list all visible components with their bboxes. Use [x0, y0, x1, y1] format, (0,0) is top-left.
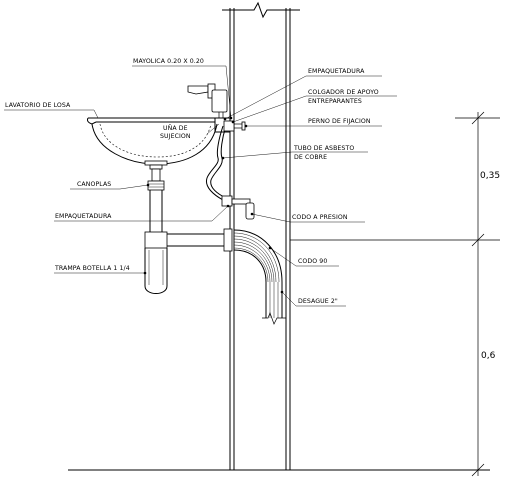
label-mayolica: MAYOLICA 0.20 X 0.20 — [133, 58, 204, 65]
label-empaquetadura-top: EMPAQUETADURA — [308, 68, 365, 75]
dimension-line — [290, 111, 500, 477]
label-codo-90: CODO 90 — [298, 258, 327, 265]
leader-dots — [143, 116, 284, 294]
drain-trap — [144, 160, 233, 294]
label-canoplas: CANOPLAS — [77, 181, 111, 188]
label-sujecion: SUJECION — [160, 133, 191, 140]
washbasin — [87, 117, 230, 165]
dimension-upper: 0,35 — [480, 171, 500, 181]
label-lavatorio: LAVATORIO DE LOSA — [5, 102, 71, 109]
label-tubo: TUBO DE ASBESTO — [293, 145, 354, 152]
label-una: UÑA DE — [163, 123, 188, 132]
wall — [222, 1, 300, 470]
drain-elbow — [233, 229, 286, 325]
label-trampa: TRAMPA BOTELLA 1 1/4 — [54, 265, 130, 272]
faucet — [187, 83, 228, 118]
wall-anchors — [223, 120, 246, 132]
label-colgador: COLGADOR DE APOYO — [308, 89, 379, 96]
label-perno: PERNO DE FIJACION — [308, 118, 371, 125]
label-cobre: DE COBRE — [294, 154, 327, 161]
label-empaquetadura-mid: EMPAQUETADURA — [55, 213, 112, 220]
supply-tube — [205, 125, 255, 220]
leaders — [4, 65, 397, 307]
dimension-lower: 0,6 — [481, 351, 496, 361]
label-entreparantes: ENTREPARANTES — [308, 98, 362, 105]
label-desague: DESAGUE 2" — [298, 298, 338, 305]
label-codo-presion: CODO A PRESION — [292, 214, 348, 221]
